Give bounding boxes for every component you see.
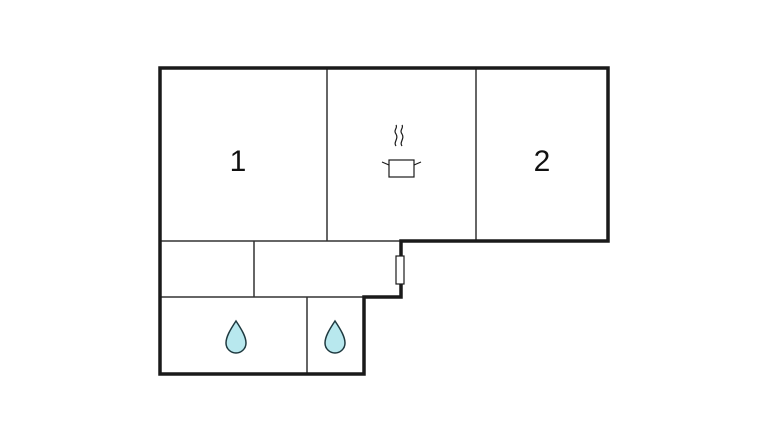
pot-handle-right-icon (413, 161, 422, 166)
room-bedroom-1 (160, 68, 327, 241)
room-hall-right (254, 241, 401, 297)
room-hall-left (160, 241, 254, 297)
pot-handle-left-icon (381, 161, 390, 166)
steam-line-right-icon (400, 124, 404, 147)
radiator-icon (395, 255, 405, 285)
cooking-pot-icon (381, 124, 422, 178)
room-label-2: 2 (534, 145, 551, 178)
room-kitchen (327, 68, 476, 241)
steam-line-left-icon (394, 124, 398, 147)
room-bedroom-2 (476, 68, 608, 241)
room-label-1: 1 (230, 145, 247, 178)
inner-walls (160, 68, 477, 374)
water-drop-icon (324, 319, 346, 354)
water-drop-icon (225, 319, 247, 354)
pot-body-icon (388, 159, 415, 178)
outer-wall (158, 66, 610, 376)
